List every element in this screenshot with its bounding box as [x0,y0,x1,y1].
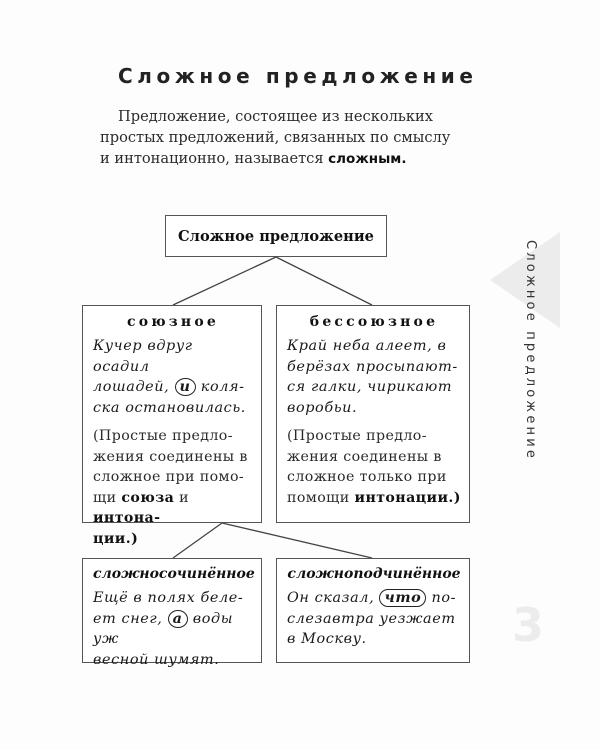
slozhnosochinennoe-example: Ещё в полях беле- ет снег, а воды уж вес… [93,590,244,668]
circled-conjunction: и [174,378,196,396]
slozhnopodchinennoe-box: сложноподчинённое Он сказал, что по- сле… [276,558,470,663]
intro-definition: Предложение, состоящее из нескольких про… [100,106,518,170]
slozhnopodchinennoe-example: Он сказал, что по- слезавтра уезжает в М… [287,589,457,647]
bessoyuznoe-note: (Простые предло- жения соединены в сложн… [287,428,461,506]
circled-conjunction: что [379,589,427,607]
root-label: Сложное предложение [178,227,374,245]
side-tab-label: Сложное предложение [523,240,538,462]
section-number: 3 [512,598,545,652]
intro-line-3: и интонационно, называется сложным. [100,150,407,167]
page-title: Сложное предложение [118,64,478,88]
soyuznoe-example: Кучер вдруг осадил лошадей, и коля- ска … [93,338,246,416]
bessoyuznoe-heading: бессоюзное [309,314,439,330]
intro-line-1: Предложение, состоящее из нескольких [118,108,433,125]
slozhnopodchinennoe-heading: сложноподчинённое [287,566,461,582]
soyuznoe-box: союзное Кучер вдруг осадил лошадей, и ко… [82,305,262,547]
term-slozhnym: сложным. [328,151,407,167]
circled-conjunction: а [167,609,188,628]
slozhnosochinennoe-box: сложносочинённое Ещё в полях беле- ет сн… [82,558,262,668]
soyuznoe-heading: союзное [126,314,220,330]
slozhnosochinennoe-heading: сложносочинённое [93,566,255,582]
bessoyuznoe-example: Край неба алеет, в берёзах просыпают- ся… [287,338,458,416]
intro-line-2: простых предложений, связанных по смыслу [100,129,451,146]
root-box: Сложное предложение [165,215,387,257]
soyuznoe-note: (Простые предло- жения соединены в сложн… [93,428,248,547]
bessoyuznoe-box: бессоюзное Край неба алеет, в берёзах пр… [276,305,470,523]
